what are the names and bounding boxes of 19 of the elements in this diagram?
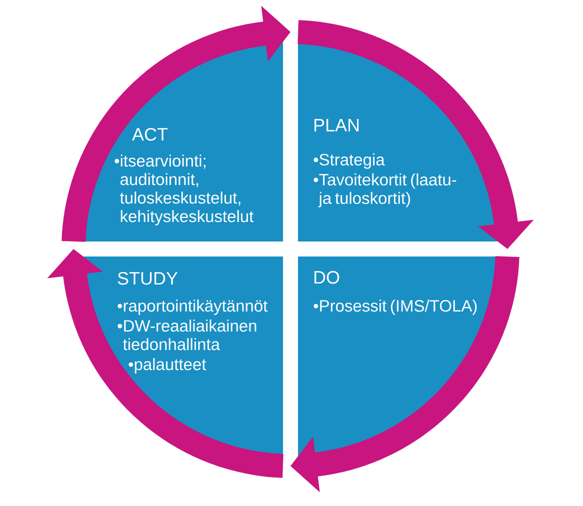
curved-arrow (298, 20, 534, 249)
quadrant (298, 42, 498, 242)
bullet-point: •Prosessit (IMS/TOLA) (314, 300, 477, 315)
curved-arrow (290, 256, 520, 492)
quadrant (84, 256, 283, 456)
heading: PLAN (314, 118, 359, 132)
bullet-point: •itsearviointi; auditoinnit, tuloskeskustelut, kehityskeskustelut (114, 154, 254, 226)
curved-arrow (62, 6, 290, 242)
bullet-point: •Tavoitekortit (laatu- ja tuloskortit) (314, 173, 456, 208)
bullet-point: •palautteet (128, 358, 206, 374)
bullet-point: •raportointikäytännöt (118, 300, 268, 315)
bullet-point: •DW-reaaliaikainen tiedonhallinta (118, 320, 256, 350)
bullet-point: •Strategia (314, 153, 385, 169)
heading: ACT (132, 128, 168, 141)
heading: STUDY (118, 272, 178, 285)
curved-arrow (47, 248, 284, 478)
quadrant (84, 42, 283, 242)
heading: DO (314, 271, 340, 284)
quadrant (298, 256, 498, 456)
